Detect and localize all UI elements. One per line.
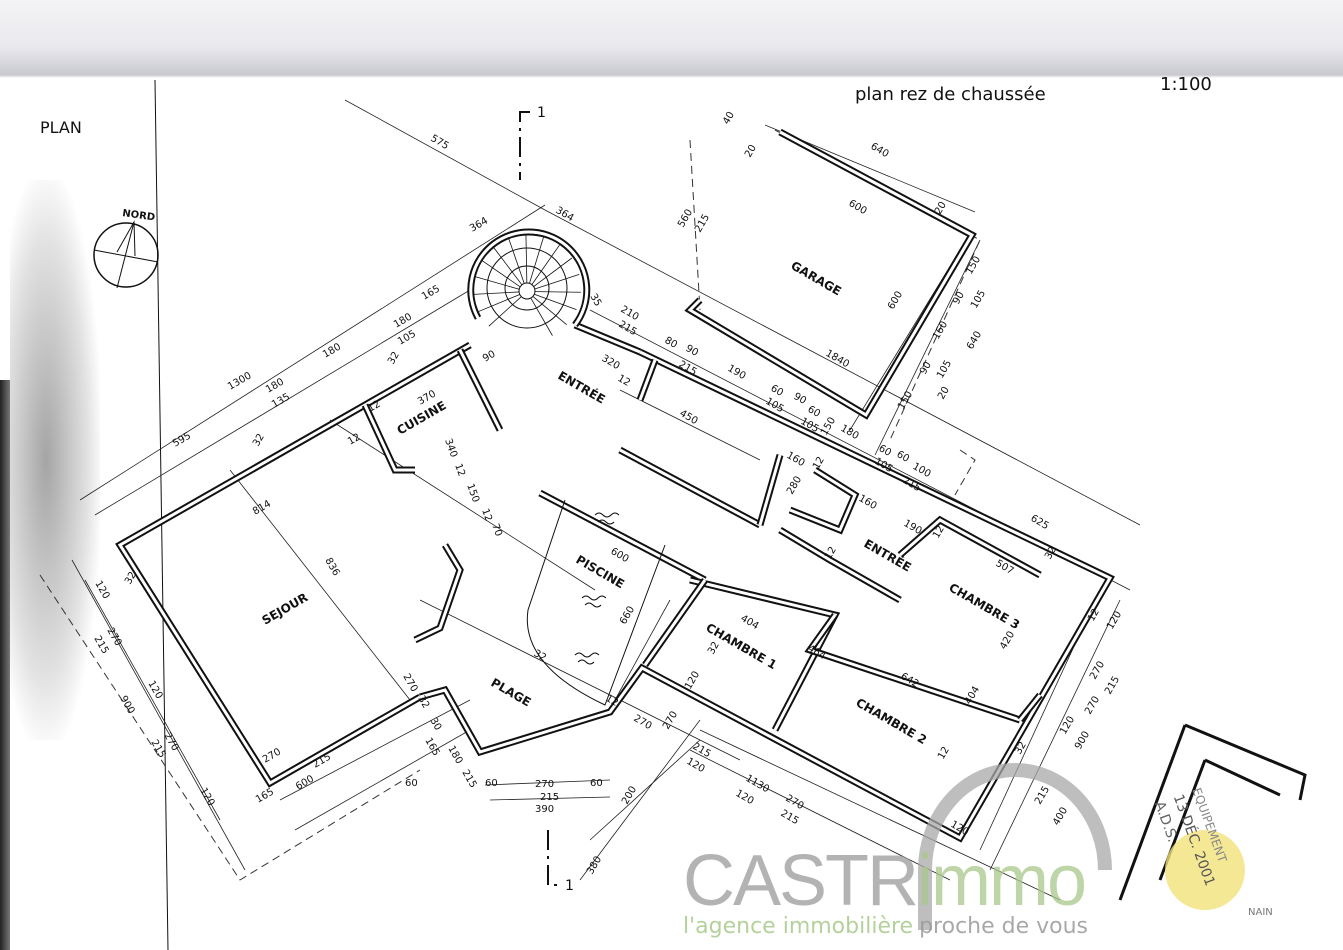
north-arrow-icon — [93, 220, 159, 289]
stair-tread — [532, 296, 567, 325]
dimension-label: 60 — [405, 778, 418, 789]
section-mark-label: 1 — [537, 105, 546, 121]
stair-tread — [488, 296, 522, 327]
wall-segment — [638, 359, 657, 401]
wall-segment — [899, 518, 1041, 577]
plan-title: plan rez de chaussée — [855, 84, 1046, 105]
watermark-brand-part2: immo — [917, 841, 1085, 921]
stair-tread — [533, 257, 573, 287]
stair-tread — [507, 237, 525, 284]
stamp-seal: NAIN — [1248, 907, 1273, 918]
dimension-label: 12 — [479, 507, 494, 523]
stair-tread — [480, 259, 521, 288]
dimension-label: 60 — [485, 778, 498, 789]
dimension-label: 390 — [535, 804, 554, 815]
section-mark-label: 1 — [565, 878, 574, 894]
watermark-arch-icon — [918, 763, 1112, 930]
stair-tread — [492, 246, 523, 286]
wall-segment — [117, 343, 471, 786]
stair-tread — [534, 291, 581, 293]
stair-tread — [525, 234, 528, 284]
section-mark-bottom — [547, 830, 560, 886]
dimension-label: 215 — [540, 792, 559, 803]
watermark-brand-part1: CASTR — [683, 841, 917, 921]
stair-tread — [529, 236, 545, 284]
section-mark-top — [519, 111, 530, 180]
stair-tread — [473, 291, 520, 295]
wall-segment — [414, 544, 462, 642]
wall-segment — [574, 323, 641, 354]
scan-edge-shadow — [0, 380, 10, 950]
dimension-label: 70 — [489, 522, 504, 538]
stair-tread — [530, 297, 553, 336]
wall-segment — [419, 350, 1113, 841]
wall-segment — [807, 614, 1021, 722]
stair-tread — [534, 293, 577, 311]
watermark-tagline-part2: proche de vous — [919, 914, 1088, 939]
wall-segment — [458, 349, 502, 431]
dimension-label: 60 — [590, 778, 603, 789]
plan-scale: 1:100 — [1160, 74, 1212, 95]
dimension-label: 12 — [452, 462, 467, 478]
wall-segment — [1018, 694, 1042, 721]
wall-segment — [363, 404, 415, 472]
walls — [115, 128, 1115, 843]
frame-line — [154, 79, 169, 950]
watermark-tagline-part1: l'agence immobilière — [683, 914, 913, 939]
dimension-label: 270 — [535, 779, 554, 790]
photocopy-smudge — [10, 180, 100, 740]
stair-tread — [534, 273, 580, 290]
stair-tread — [474, 276, 520, 290]
svg-text:CASTRimmo: CASTRimmo — [683, 841, 1085, 921]
dashed-outlines — [39, 129, 981, 881]
scan-top-fold — [0, 0, 1343, 78]
north-label: NORD — [122, 208, 156, 223]
dimension-lines — [71, 99, 1141, 901]
wall-segment — [779, 528, 901, 602]
stair-tread — [531, 244, 560, 285]
spiral-staircase-icon — [467, 228, 591, 336]
plan-label: PLAN — [40, 118, 82, 137]
wall-segment — [687, 130, 975, 418]
wall-segment — [758, 454, 782, 526]
wall-segment — [539, 491, 706, 582]
pool-outline — [526, 499, 666, 706]
wall-segment — [643, 579, 707, 666]
wall-segment — [789, 468, 857, 532]
stair-tread — [478, 294, 520, 312]
wall-segment — [619, 448, 761, 527]
